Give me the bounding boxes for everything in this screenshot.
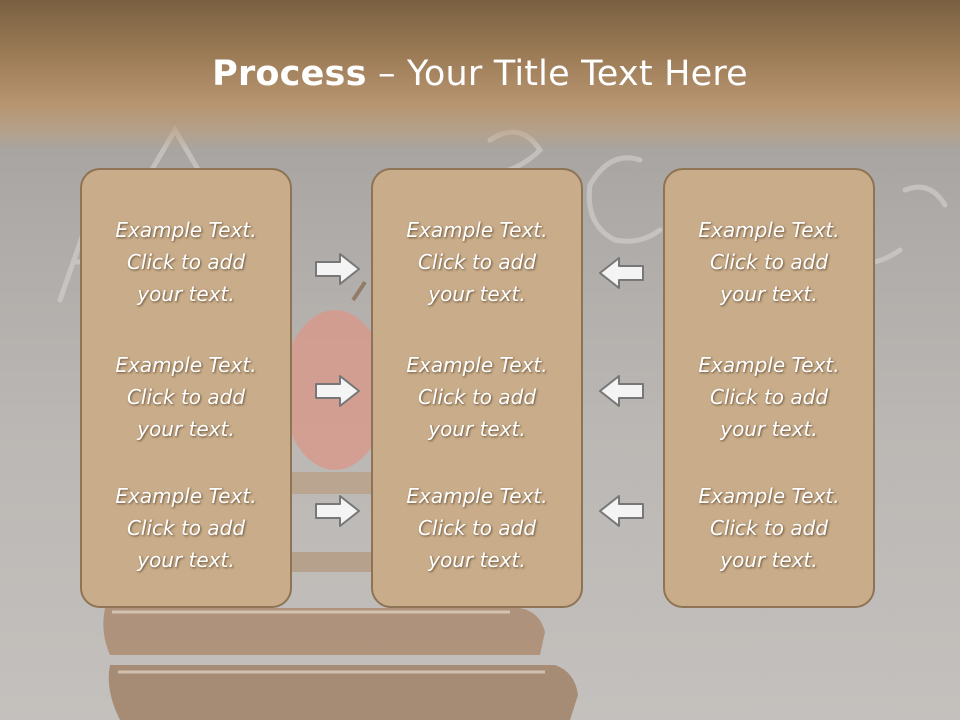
text-line: Example Text. — [698, 484, 840, 508]
arrow-right-icon — [314, 493, 362, 529]
text-line: your text. — [720, 282, 818, 306]
text-placeholder[interactable]: Example Text. Click to add your text. — [82, 214, 290, 310]
text-line: Example Text. — [406, 484, 548, 508]
text-line: your text. — [720, 417, 818, 441]
process-panel-center[interactable]: Example Text. Click to add your text. Ex… — [371, 168, 583, 608]
text-line: Example Text. — [115, 218, 257, 242]
text-line: Click to add — [709, 516, 829, 540]
arrow-right-icon — [314, 251, 362, 287]
text-placeholder[interactable]: Example Text. Click to add your text. — [665, 349, 873, 445]
text-placeholder[interactable]: Example Text. Click to add your text. — [373, 349, 581, 445]
arrow-left-icon — [597, 373, 645, 409]
text-line: Example Text. — [406, 353, 548, 377]
text-line: your text. — [137, 548, 235, 572]
text-line: your text. — [720, 548, 818, 572]
text-line: Example Text. — [115, 353, 257, 377]
text-placeholder[interactable]: Example Text. Click to add your text. — [665, 480, 873, 576]
text-line: Click to add — [417, 516, 537, 540]
text-placeholder[interactable]: Example Text. Click to add your text. — [373, 480, 581, 576]
slide-title[interactable]: Process – Your Title Text Here — [0, 52, 960, 96]
text-line: your text. — [428, 417, 526, 441]
arrow-right-icon — [314, 373, 362, 409]
process-panel-right[interactable]: Example Text. Click to add your text. Ex… — [663, 168, 875, 608]
title-band — [0, 0, 960, 150]
text-placeholder[interactable]: Example Text. Click to add your text. — [665, 214, 873, 310]
text-line: Example Text. — [698, 353, 840, 377]
text-line: your text. — [137, 417, 235, 441]
text-line: Example Text. — [115, 484, 257, 508]
text-placeholder[interactable]: Example Text. Click to add your text. — [82, 349, 290, 445]
title-bold: Process — [212, 54, 367, 94]
title-rest: – Your Title Text Here — [366, 54, 748, 94]
arrow-left-icon — [597, 255, 645, 291]
text-line: Click to add — [126, 250, 246, 274]
text-placeholder[interactable]: Example Text. Click to add your text. — [373, 214, 581, 310]
text-line: Example Text. — [406, 218, 548, 242]
text-line: your text. — [137, 282, 235, 306]
text-line: Click to add — [126, 385, 246, 409]
text-line: your text. — [428, 548, 526, 572]
process-panel-left[interactable]: Example Text. Click to add your text. Ex… — [80, 168, 292, 608]
text-line: Click to add — [709, 250, 829, 274]
arrow-left-icon — [597, 493, 645, 529]
text-line: Click to add — [709, 385, 829, 409]
text-line: Click to add — [417, 250, 537, 274]
text-line: your text. — [428, 282, 526, 306]
text-line: Example Text. — [698, 218, 840, 242]
text-line: Click to add — [417, 385, 537, 409]
text-line: Click to add — [126, 516, 246, 540]
text-placeholder[interactable]: Example Text. Click to add your text. — [82, 480, 290, 576]
